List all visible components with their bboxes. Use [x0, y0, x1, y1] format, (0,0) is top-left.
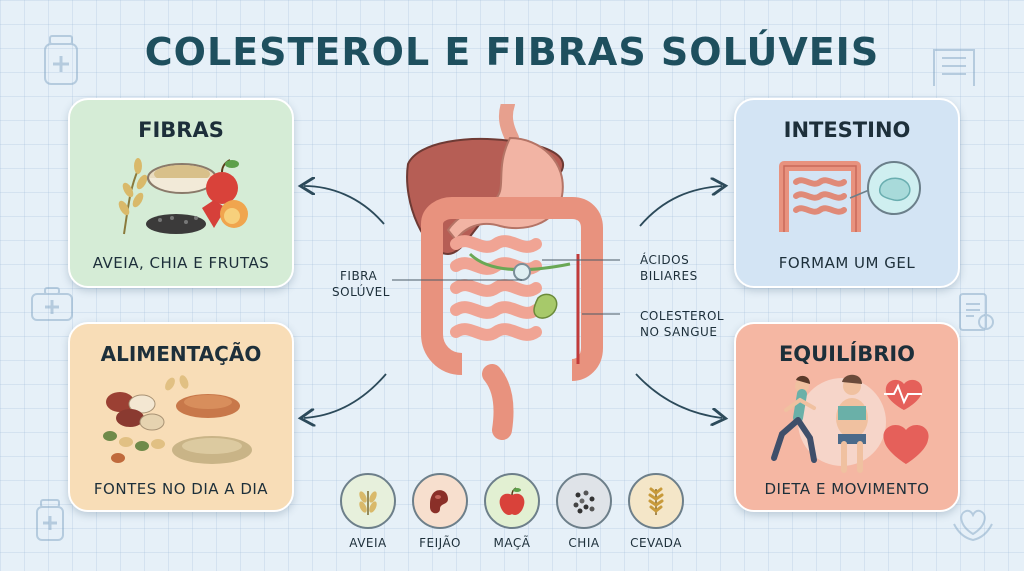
card-alimentacao-caption: FONTES NO DIA A DIA [93, 480, 269, 498]
exercise-and-heart-icon [771, 374, 929, 473]
heart-hands-icon [953, 509, 993, 542]
intestine-outline-icon [933, 49, 975, 86]
food-feijao: FEIJÃO [412, 473, 468, 550]
card-intestino-title: INTESTINO [783, 118, 911, 142]
arrow-to-alimentacao [304, 373, 387, 418]
card-equilibrio-title: EQUILÍBRIO [778, 342, 916, 366]
page-title: COLESTEROL E FIBRAS SOLÚVEIS [144, 30, 880, 74]
bile-flow-line [468, 252, 571, 272]
chia-icon [573, 490, 595, 514]
label-acidos-biliares: ÁCIDOS BILIARES [640, 253, 698, 283]
fiber-blob [533, 293, 558, 319]
intestine-gel-icon [779, 161, 921, 232]
legumes-and-grains-icon [103, 375, 252, 464]
medicine-bottle-icon [44, 35, 78, 85]
card-equilibrio: EQUILÍBRIO DIETA E MOVIMENTO [734, 322, 960, 512]
card-fibras-caption: AVEIA, CHIA E FRUTAS [92, 254, 270, 272]
arrow-to-intestino [639, 186, 722, 227]
oat-icon [359, 491, 377, 515]
card-intestino: INTESTINO FORMAM UM GEL [734, 98, 960, 288]
food-name: CEVADA [630, 536, 682, 550]
food-aveia: AVEIA [340, 473, 396, 550]
apple-icon [499, 487, 525, 515]
arrow-to-fibras [304, 186, 385, 225]
card-alimentacao: ALIMENTAÇÃO FONTES NO DIA A DIA [68, 322, 294, 512]
bean-icon [430, 490, 448, 514]
card-fibras: FIBRAS AVEIA, CHIA E FRUTAS [68, 98, 294, 288]
food-name: FEIJÃO [419, 536, 461, 550]
pill-bottle-icon [36, 499, 64, 541]
food-cevada: CEVADA [628, 473, 684, 550]
card-equilibrio-caption: DIETA E MOVIMENTO [764, 480, 930, 498]
food-chia: CHIA [556, 473, 612, 550]
clipboard-icon [959, 293, 994, 331]
food-maca: MAÇÃ [484, 473, 540, 550]
card-intestino-caption: FORMAM UM GEL [778, 254, 916, 272]
esophagus [498, 104, 519, 145]
label-fibra-soluvel: FIBRA SOLÚVEL [332, 269, 390, 299]
food-name: AVEIA [349, 536, 387, 550]
card-alimentacao-title: ALIMENTAÇÃO [100, 342, 262, 366]
first-aid-kit-icon [31, 287, 73, 321]
card-fibras-title: FIBRAS [138, 118, 224, 142]
barley-icon [648, 487, 664, 515]
digestive-system-illustration [392, 104, 620, 440]
food-name: CHIA [568, 536, 600, 550]
grains-and-fruits-icon [118, 158, 248, 235]
rectum [482, 364, 514, 440]
food-name: MAÇÃ [493, 536, 531, 550]
label-colesterol-sangue: COLESTEROL NO SANGUE [640, 309, 725, 339]
arrow-to-equilibrio [635, 373, 722, 418]
large-intestine [421, 197, 603, 381]
